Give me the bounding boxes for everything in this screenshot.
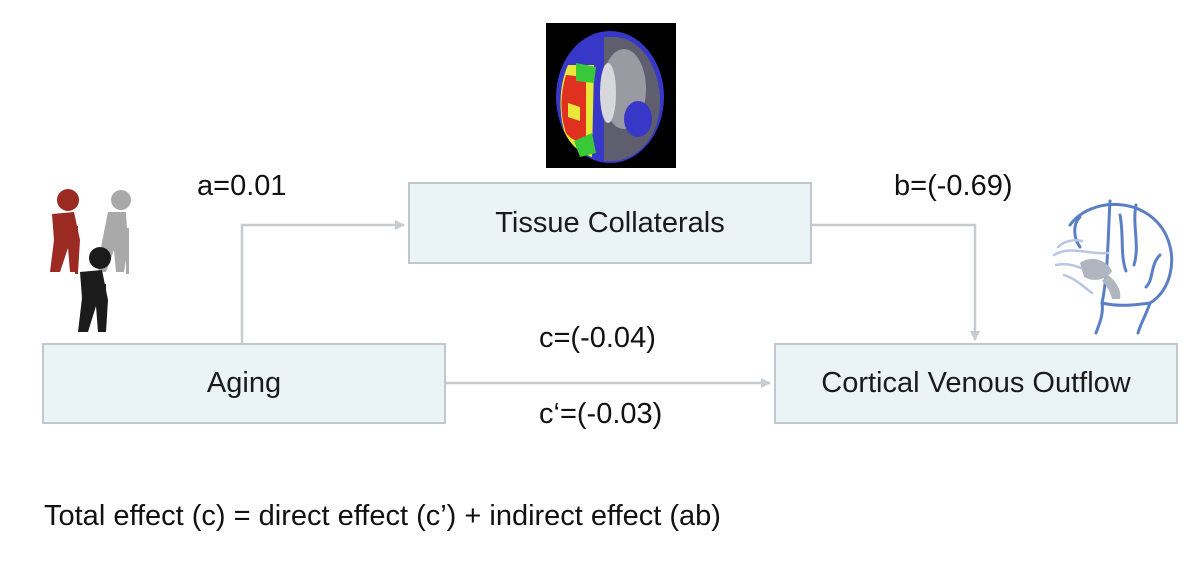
node-aging: Aging: [42, 343, 446, 424]
node-tissue-collaterals-label: Tissue Collaterals: [495, 206, 725, 239]
path-b-label: b=(-0.69): [894, 170, 1013, 202]
arrow-a: [240, 220, 405, 343]
node-cortical-venous-outflow: Cortical Venous Outflow: [774, 343, 1178, 424]
path-a-label: a=0.01: [197, 170, 287, 202]
path-c-prime-label: c‘=(-0.03): [539, 398, 663, 430]
brain-scan-image: [546, 23, 676, 168]
elderly-people-icon: [50, 189, 131, 332]
node-tissue-collaterals: Tissue Collaterals: [408, 182, 812, 264]
node-cortical-venous-outflow-label: Cortical Venous Outflow: [821, 367, 1131, 399]
effect-formula: Total effect (c) = direct effect (c’) + …: [44, 500, 721, 532]
cerebral-venous-system-icon: [1052, 199, 1174, 335]
node-aging-label: Aging: [206, 367, 282, 399]
path-c-label: c=(-0.04): [539, 322, 656, 354]
arrow-b: [812, 223, 980, 341]
